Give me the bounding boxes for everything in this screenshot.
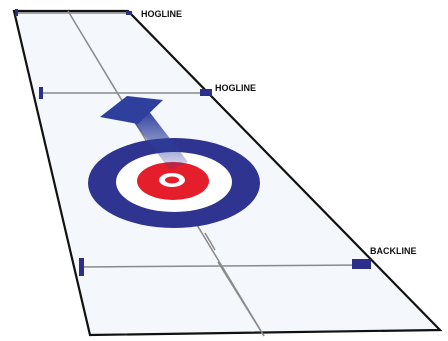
- backline-left-marker: [79, 258, 84, 276]
- hogline-near-right-marker: [200, 89, 212, 96]
- hogline-far-label: HOGLINE: [141, 9, 182, 19]
- hogline-far-left-marker: [15, 9, 18, 16]
- hogline-far-right-marker: [126, 11, 132, 15]
- house-button-center: [165, 177, 179, 184]
- hogline-near-left-marker: [39, 87, 43, 99]
- hogline-near-label: HOGLINE: [215, 83, 256, 93]
- backline-right-marker: [352, 259, 371, 269]
- backline-label: BACKLINE: [370, 246, 417, 256]
